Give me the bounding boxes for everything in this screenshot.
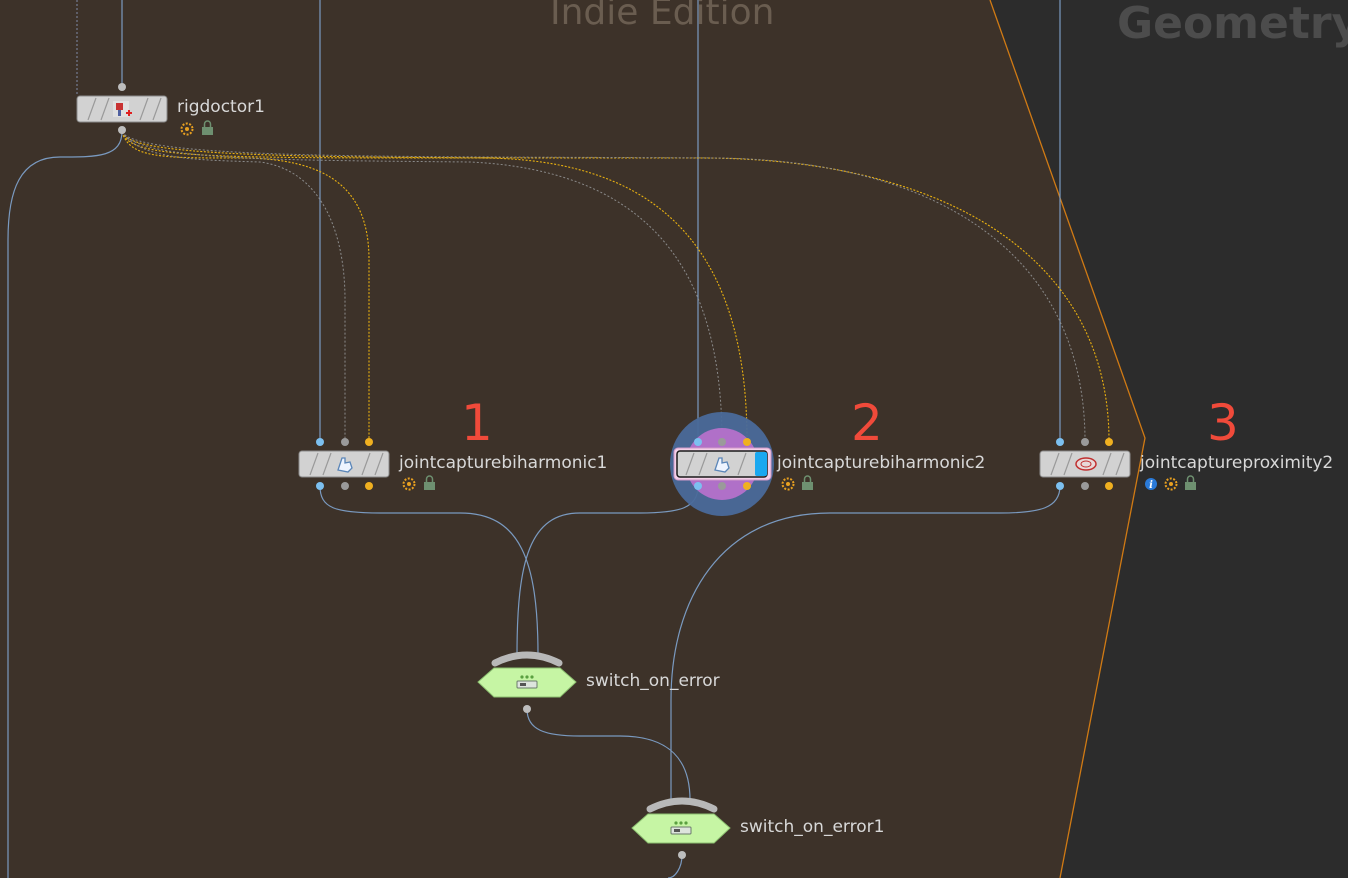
node-jointcapturebiharmonic1[interactable]	[298, 438, 435, 491]
wires	[7, 0, 1110, 878]
cook-gear-icon	[180, 122, 194, 136]
node-label-jointcapturebiharmonic2[interactable]: jointcapturebiharmonic2	[777, 453, 986, 473]
node-rigdoctor1[interactable]	[76, 83, 213, 136]
edition-watermark: Indie Edition	[550, 0, 775, 33]
hand-icon	[337, 457, 353, 473]
proximity-icon	[1075, 457, 1097, 471]
node-switch_on_error1[interactable]	[631, 797, 731, 859]
node-label-switch_on_error1[interactable]: switch_on_error1	[740, 817, 885, 837]
node-label-switch_on_error[interactable]: switch_on_error	[586, 671, 720, 691]
cook-gear-icon	[402, 477, 416, 491]
switch-icon	[516, 675, 538, 689]
info-icon[interactable]: i	[1145, 478, 1157, 491]
switch-icon	[670, 821, 692, 835]
node-label-jointcapturebiharmonic1[interactable]: jointcapturebiharmonic1	[399, 453, 608, 473]
lock-icon	[1185, 475, 1196, 490]
node-label-rigdoctor1[interactable]: rigdoctor1	[177, 97, 265, 117]
svg-text:i: i	[1149, 480, 1153, 491]
annotation-number-2: 2	[851, 394, 883, 452]
network-box-border	[989, 0, 1146, 878]
lock-icon	[424, 475, 435, 490]
rigdoctor-icon	[113, 101, 132, 117]
node-switch_on_error[interactable]	[477, 651, 577, 713]
node-jointcapturebiharmonic2[interactable]	[670, 412, 813, 516]
node-jointcaptureproximity2[interactable]: i	[1039, 438, 1196, 491]
annotation-number-3: 3	[1207, 394, 1239, 452]
display-flag[interactable]	[755, 452, 767, 476]
cook-gear-icon	[1164, 477, 1178, 491]
hand-icon	[714, 457, 730, 473]
node-label-jointcaptureproximity2[interactable]: jointcaptureproximity2	[1140, 453, 1334, 473]
annotation-number-1: 1	[461, 394, 493, 452]
network-context-label: Geometry	[1117, 0, 1348, 49]
lock-icon	[802, 475, 813, 490]
network-background	[0, 0, 1145, 878]
cook-gear-icon	[781, 477, 795, 491]
lock-icon	[202, 120, 213, 135]
